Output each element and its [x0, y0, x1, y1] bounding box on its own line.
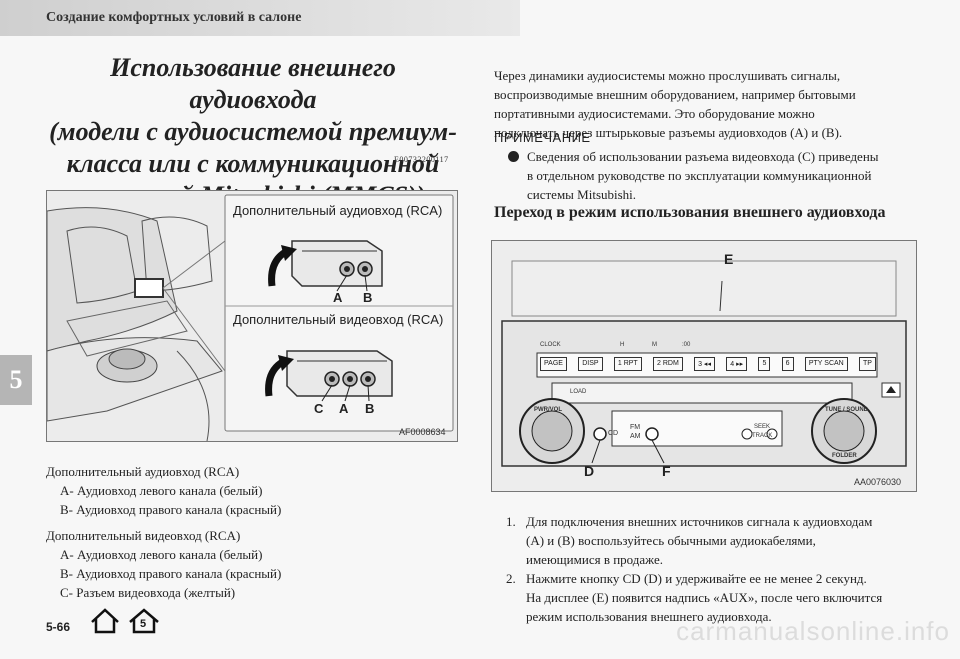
audio-jack-module: [268, 240, 383, 292]
house-outline-icon: [129, 608, 159, 634]
intro-line-3: портативными аудиосистемами. Это оборудо…: [494, 106, 815, 121]
label-clock: CLOCK: [540, 342, 561, 348]
figure1-code: AF0008634: [399, 427, 446, 437]
page-number: 5-66: [46, 620, 71, 634]
preset-4-button: 4 ▸▸: [726, 357, 748, 371]
letter-b-top: B: [363, 290, 373, 305]
steps-list: 1. Для подключения внешних источников си…: [506, 512, 926, 626]
disp-button: DISP: [578, 357, 603, 371]
header-bar: [0, 0, 520, 36]
track-label: TRACK: [752, 433, 773, 439]
letter-c-bottom: C: [314, 401, 324, 416]
figure-console-inputs: Дополнительный аудиовход (RCA) Дополните…: [46, 190, 458, 442]
preset-1-button: 1 RPT: [613, 357, 642, 371]
intro-line-1: Через динамики аудиосистемы можно прослу…: [494, 68, 841, 83]
tp-button: TP: [859, 357, 876, 371]
note-line-2: в отдельном руководстве по эксплуатации …: [527, 168, 872, 183]
pty-scan-button: PTY SCAN: [804, 357, 848, 371]
figure-head-unit: E D F AA0076030 CLOCK H M :00 PAGE DISP …: [491, 240, 917, 492]
note-heading: ПРИМЕЧАНИЕ: [494, 130, 591, 145]
video-caption-c: C- Разъем видеовхода (желтый): [60, 585, 236, 600]
step-1: 1. Для подключения внешних источников си…: [506, 512, 926, 569]
label-00: :00: [682, 342, 691, 348]
section-title: Использование внешнего аудиовхода (модел…: [46, 52, 460, 212]
video-jack-module: [265, 350, 393, 402]
load-button: LOAD: [570, 389, 587, 395]
step-1-line-3: имеющимися в продаже.: [526, 552, 664, 567]
intro-line-4: подключать через штырьковые разъемы ауди…: [494, 125, 843, 140]
preset-button-row: PAGE DISP 1 RPT 2 RDM 3 ◂◂ 4 ▸▸ 5 6 PTY …: [540, 357, 876, 371]
note-line-1: Сведения об использовании разъема видеов…: [527, 149, 879, 164]
seek-label: SEEK: [754, 424, 771, 430]
chapter-header-title: Создание комфортных условий в салоне: [46, 10, 302, 25]
console-illustration: [47, 194, 454, 441]
note-line-3: системы Mitsubishi.: [527, 187, 637, 202]
folder-label: FOLDER: [832, 453, 857, 459]
intro-paragraph: Через динамики аудиосистемы можно прослу…: [494, 66, 914, 142]
callout-f-line: [651, 439, 665, 464]
title-line-3: класса или с коммуникационной: [66, 149, 440, 178]
preset-6-button: 6: [781, 357, 794, 371]
step-1-line-2: (A) и (B) воспользуйтесь обычными аудиок…: [526, 533, 816, 548]
pwr-vol-label: PWR/VOL: [534, 407, 562, 413]
preset-5-button: 5: [758, 357, 771, 371]
figure2-code: AA0076030: [854, 477, 902, 487]
page-button: PAGE: [540, 357, 567, 371]
step-1-line-1: Для подключения внешних источников сигна…: [526, 514, 873, 529]
tune-sound-label: TUNE / SOUND: [825, 407, 869, 413]
audio-caption-a: A- Аудиовход левого канала (белый): [60, 483, 263, 498]
letter-b-bottom: B: [365, 401, 375, 416]
audio-caption-b: B- Аудиовход правого канала (красный): [60, 502, 282, 517]
chapter-tab[interactable]: 5: [0, 355, 32, 405]
left-column: Использование внешнего аудиовхода (модел…: [46, 40, 460, 212]
eject-icon: [886, 386, 896, 393]
nav-icons: 5: [90, 608, 160, 634]
label-m: M: [652, 342, 657, 348]
step-1-number: 1.: [506, 514, 516, 529]
cd-label: CD: [608, 430, 619, 437]
letter-a-top: A: [333, 290, 343, 305]
video-caption-a: A- Аудиовход левого канала (белый): [60, 547, 263, 562]
step-2: 2. Нажмите кнопку CD (D) и удерживайте е…: [506, 569, 926, 626]
chapter-home-icon[interactable]: 5: [128, 608, 160, 634]
letter-a-bottom: A: [339, 401, 349, 416]
step-2-line-2: На дисплее (E) появится надпись «AUX», п…: [526, 590, 883, 605]
callout-f: F: [662, 463, 671, 479]
note-bullet: Сведения об использовании разъема видеов…: [508, 147, 918, 204]
label-aux-video: Дополнительный видеовход (RCA): [233, 312, 444, 327]
audio-caption-title: Дополнительный аудиовход (RCA): [46, 464, 240, 479]
callout-d-line: [591, 439, 601, 464]
cd-button: [593, 427, 607, 441]
jack-panel-marker: [134, 278, 164, 298]
am-label: AM: [630, 433, 641, 440]
step-2-line-3: режим использования внешнего аудиовхода.: [526, 609, 772, 624]
video-caption: Дополнительный видеовход (RCA) A- Аудиов…: [46, 526, 281, 602]
callout-e: E: [724, 251, 734, 267]
subsection-heading: Переход в режим использования внешнего а…: [494, 204, 886, 221]
preset-3-button: 3 ◂◂: [694, 357, 715, 371]
video-caption-b: B- Аудиовход правого канала (красный): [60, 566, 282, 581]
intro-line-2: воспроизводимые внешним оборудованием, н…: [494, 87, 856, 102]
chapter-home-number: 5: [140, 618, 147, 630]
bullet-icon: [508, 151, 519, 162]
callout-e-line: [719, 280, 723, 312]
video-caption-title: Дополнительный видеовход (RCA): [46, 528, 241, 543]
label-aux-audio: Дополнительный аудиовход (RCA): [233, 203, 443, 218]
title-line-1: Использование внешнего аудиовхода: [110, 53, 396, 114]
step-2-number: 2.: [506, 571, 516, 586]
title-line-2: (модели с аудиосистемой премиум-: [49, 117, 457, 146]
watermark: carmanualsonline.info: [676, 616, 950, 646]
step-2-line-1: Нажмите кнопку CD (D) и удерживайте ее н…: [526, 571, 867, 586]
callout-d: D: [584, 463, 595, 479]
preset-2-button: 2 RDM: [653, 357, 683, 371]
fm-label: FM: [630, 424, 641, 431]
label-h: H: [620, 342, 625, 348]
fm-am-button: [645, 427, 659, 441]
section-code: E00732200117: [394, 155, 449, 164]
home-icon[interactable]: [90, 608, 120, 634]
audio-caption: Дополнительный аудиовход (RCA) A- Аудиов…: [46, 462, 281, 519]
